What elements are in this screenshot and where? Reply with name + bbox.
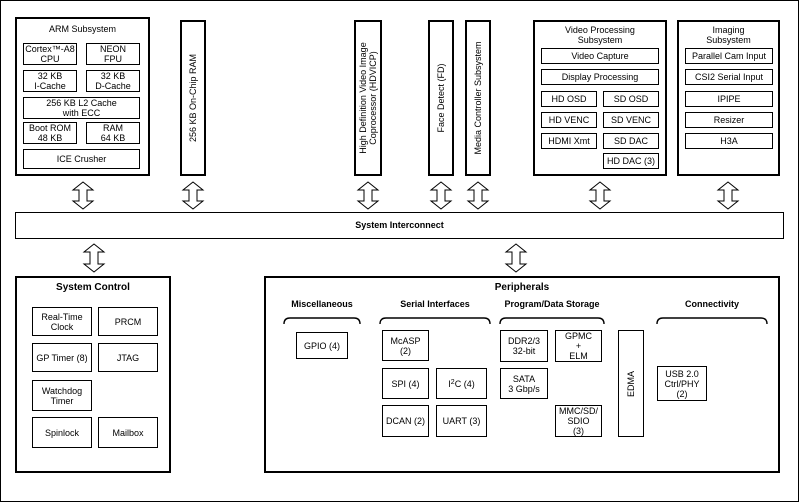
face-detect-block (428, 20, 454, 176)
watchdog-timer: Watchdog Timer (32, 380, 92, 411)
face-detect-interconnect-arrow (429, 181, 453, 210)
program-data-storage-title: Program/Data Storage (504, 299, 600, 309)
gpio: GPIO (4) (296, 332, 348, 359)
peripherals-interconnect-arrow (504, 243, 528, 273)
connectivity-brace (656, 317, 768, 325)
gp-timer: GP Timer (8) (32, 343, 92, 372)
system-interconnect-label: System Interconnect (355, 220, 444, 230)
serial-interfaces-title: Serial Interfaces (400, 299, 470, 309)
usb-ctrl-phy: USB 2.0 Ctrl/PHY (2) (657, 366, 707, 401)
i2c-suffix: C (4) (454, 378, 475, 389)
media-controller-interconnect-arrow (466, 181, 490, 210)
serial-interfaces-brace (379, 317, 491, 325)
ipipe: IPIPE (685, 91, 773, 107)
video-interconnect-arrow (588, 181, 612, 210)
i2c-prefix: I (448, 378, 451, 389)
l1-dcache: 32 KB D-Cache (86, 70, 140, 92)
system-control-interconnect-arrow (82, 243, 106, 273)
sd-osd: SD OSD (603, 91, 659, 107)
uart: UART (3) (436, 405, 487, 437)
hdmi-xmt: HDMI Xmt (541, 133, 597, 149)
i2c-superscript: 2 (450, 379, 455, 386)
imaging-interconnect-arrow (716, 181, 740, 210)
hd-osd: HD OSD (541, 91, 597, 107)
l2-cache: 256 KB L2 Cache with ECC (23, 97, 140, 119)
program-data-storage-brace (499, 317, 605, 325)
neon-fpu: NEON FPU (86, 43, 140, 65)
display-processing: Display Processing (541, 69, 659, 85)
media-controller-block (465, 20, 491, 176)
hdvicp-block (354, 20, 382, 176)
spinlock: Spinlock (32, 417, 92, 448)
system-control-title: System Control (56, 282, 130, 293)
resizer: Resizer (685, 112, 773, 128)
system-interconnect (15, 212, 784, 239)
hd-venc: HD VENC (541, 112, 597, 128)
cortex-a8-cpu: Cortex™-A8 CPU (23, 43, 77, 65)
spi: SPI (4) (382, 368, 429, 399)
onchip-ram-interconnect-arrow (181, 181, 205, 210)
sd-dac: SD DAC (603, 133, 659, 149)
parallel-cam-input: Parallel Cam Input (685, 48, 773, 64)
arm-interconnect-arrow (71, 181, 95, 210)
peripherals-title: Peripherals (494, 282, 550, 293)
dcan: DCAN (2) (382, 405, 429, 437)
arm-subsystem-title: ARM Subsystem (48, 24, 117, 34)
video-processing-title: Video Processing Subsystem (565, 25, 635, 45)
ice-crusher: ICE Crusher (23, 149, 140, 169)
edma-block (618, 330, 644, 437)
miscellaneous-brace (283, 317, 361, 325)
hd-dac: HD DAC (3) (603, 153, 659, 169)
imaging-title: Imaging Subsystem (706, 25, 751, 45)
arm-ram: RAM 64 KB (86, 122, 140, 144)
gpmc-elm: GPMC + ELM (555, 330, 602, 362)
boot-rom: Boot ROM 48 KB (23, 122, 77, 144)
sd-venc: SD VENC (603, 112, 659, 128)
jtag: JTAG (98, 343, 158, 372)
sata: SATA 3 Gbp/s (500, 368, 548, 399)
real-time-clock: Real-Time Clock (32, 307, 92, 336)
h3a: H3A (685, 133, 773, 149)
video-capture: Video Capture (541, 48, 659, 64)
connectivity-title: Connectivity (684, 299, 739, 309)
mcasp: McASP (2) (382, 330, 429, 361)
miscellaneous-title: Miscellaneous (291, 299, 353, 309)
ddr: DDR2/3 32-bit (500, 330, 548, 362)
l1-icache: 32 KB I-Cache (23, 70, 77, 92)
hdvicp-interconnect-arrow (356, 181, 380, 210)
prcm: PRCM (98, 307, 158, 336)
mmc-sd-sdio: MMC/SD/ SDIO (3) (555, 405, 602, 437)
onchip-ram-block (180, 20, 206, 176)
csi2-serial-input: CSI2 Serial Input (685, 69, 773, 85)
mailbox: Mailbox (98, 417, 158, 448)
